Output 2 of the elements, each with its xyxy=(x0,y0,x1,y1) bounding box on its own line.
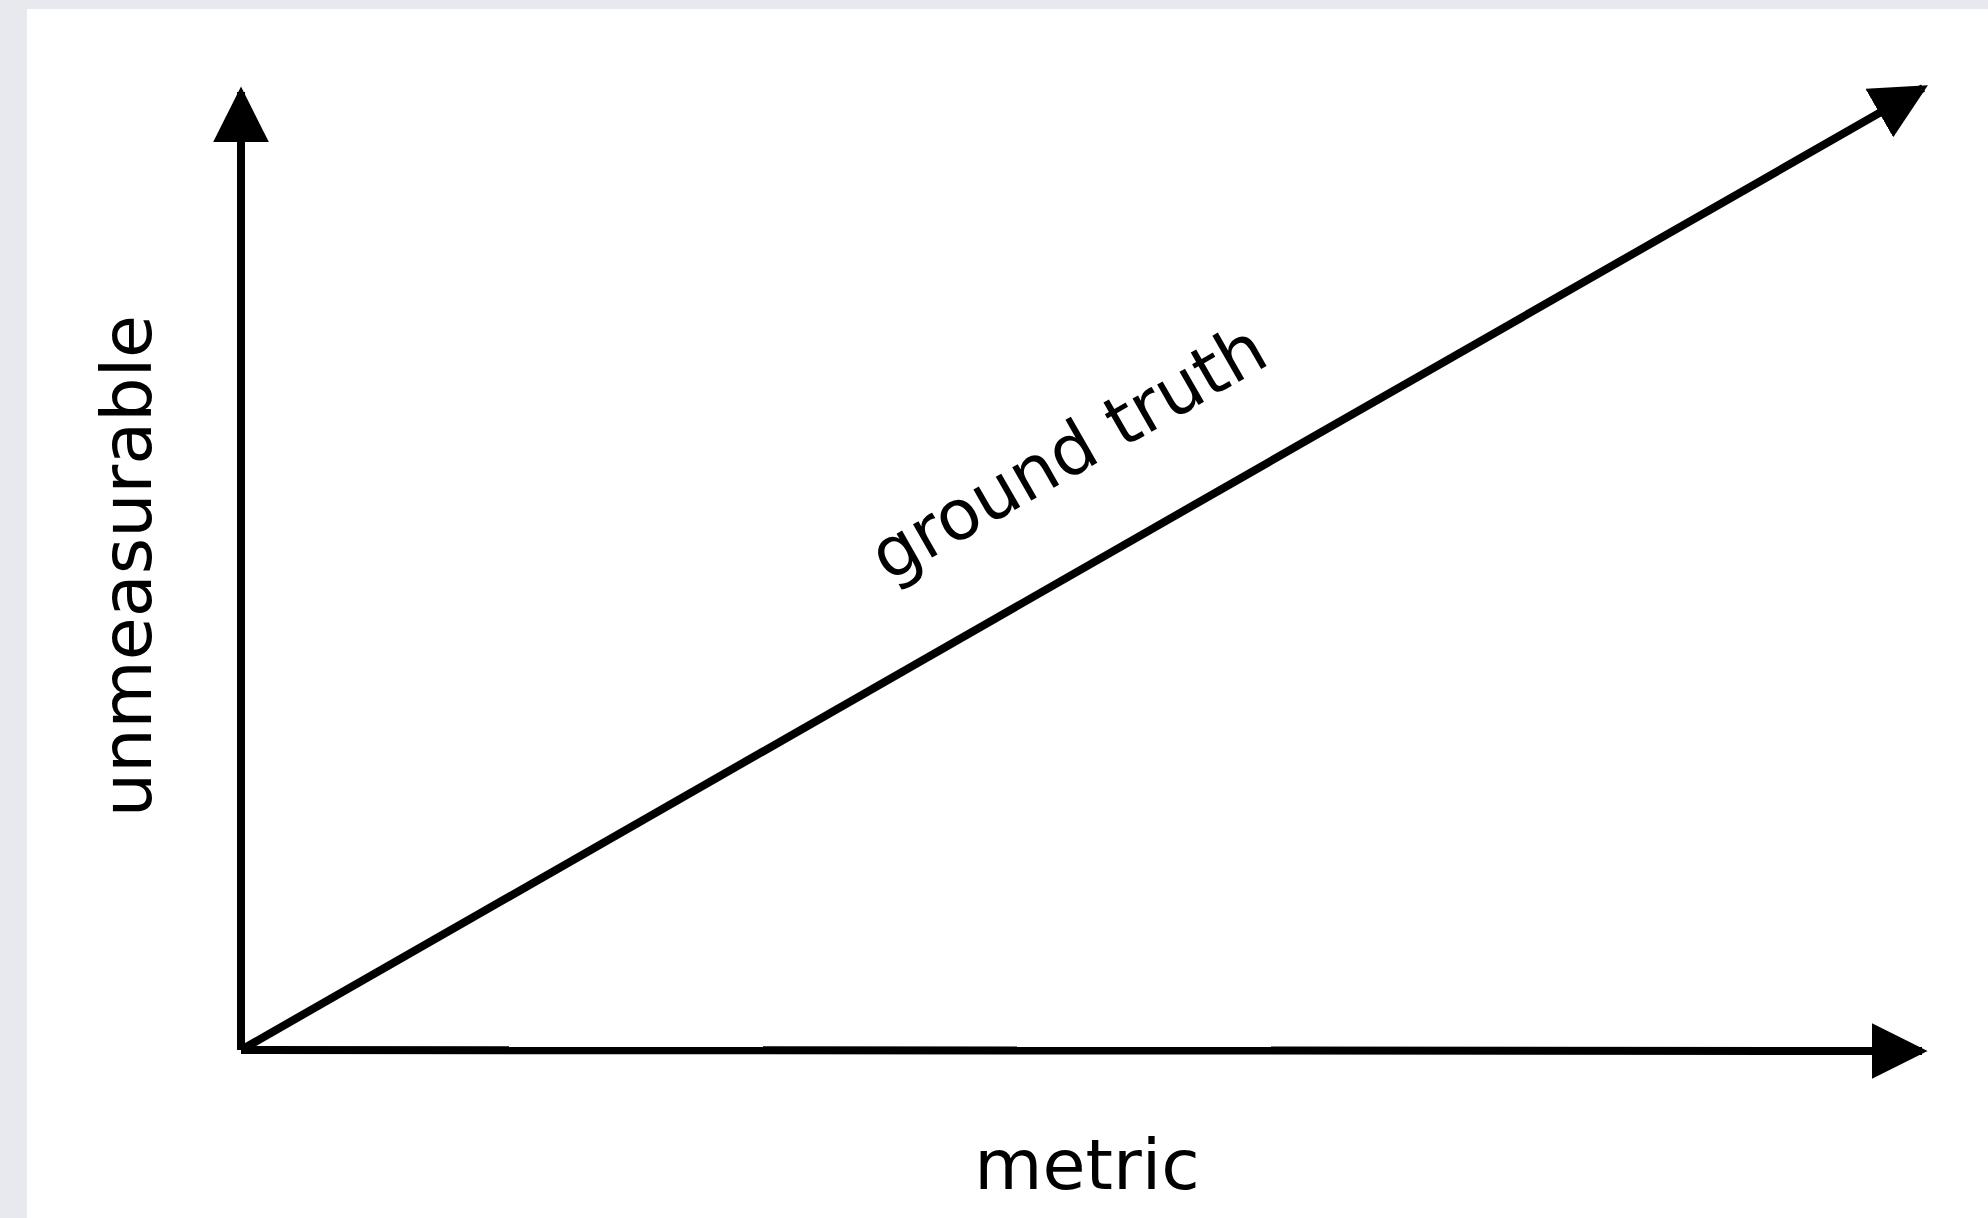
axis-label: unmeasurable xyxy=(92,314,162,818)
axis-label: metric xyxy=(974,1130,1200,1200)
